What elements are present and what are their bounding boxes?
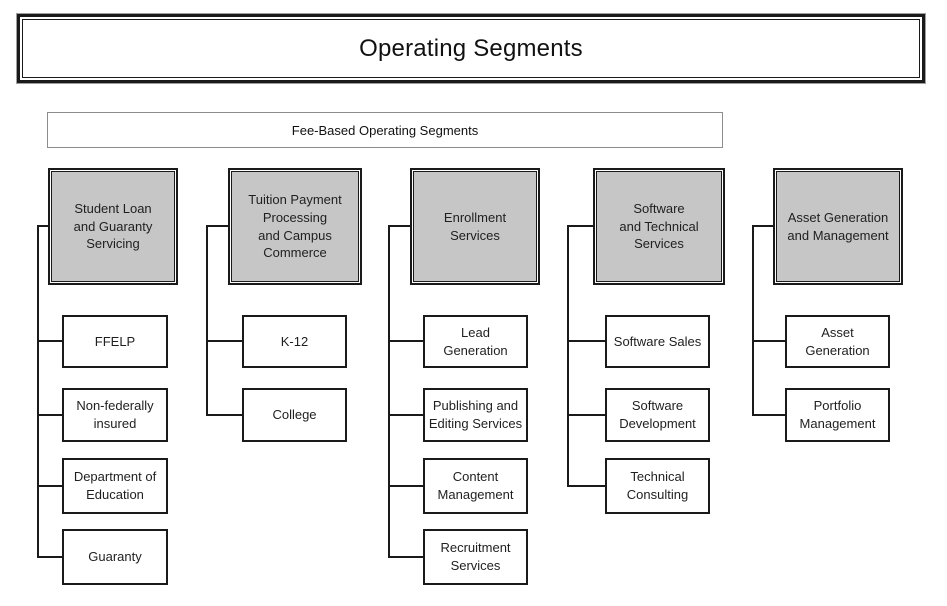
node-asset-generation: Asset Generation — [785, 315, 890, 368]
segment-student-loan: Student Loan and Guaranty Servicing — [48, 168, 178, 285]
segment-asset-generation: Asset Generation and Management — [773, 168, 903, 285]
segment-software-technical-label: Software and Technical Services — [596, 171, 722, 282]
node-k12: K-12 — [242, 315, 347, 368]
connector-col4-trunk — [567, 225, 569, 487]
connector-col1-child2 — [37, 414, 62, 416]
connector-col5-trunk — [752, 225, 754, 416]
node-software-development: Software Development — [605, 388, 710, 442]
node-college: College — [242, 388, 347, 442]
connector-col2-child2 — [206, 414, 242, 416]
connector-col3-child4 — [388, 556, 423, 558]
node-portfolio-management: Portfolio Management — [785, 388, 890, 442]
connector-col2-child1 — [206, 340, 242, 342]
connector-col3-child1 — [388, 340, 423, 342]
node-ffelp: FFELP — [62, 315, 168, 368]
connector-col5-child1 — [752, 340, 785, 342]
connector-col1-child4 — [37, 556, 62, 558]
node-recruitment-services: Recruitment Services — [423, 529, 528, 585]
title-box: Operating Segments — [16, 13, 926, 84]
segment-tuition-payment-label: Tuition Payment Processing and Campus Co… — [231, 171, 359, 282]
segment-software-technical: Software and Technical Services — [593, 168, 725, 285]
connector-col4-child2 — [567, 414, 605, 416]
node-guaranty: Guaranty — [62, 529, 168, 585]
segment-enrollment-services: Enrollment Services — [410, 168, 540, 285]
connector-col1-child1 — [37, 340, 62, 342]
segment-enrollment-services-label: Enrollment Services — [413, 171, 537, 282]
node-publishing-editing: Publishing and Editing Services — [423, 388, 528, 442]
connector-col2-header — [206, 225, 228, 227]
node-non-federally-insured: Non-federally insured — [62, 388, 168, 442]
connector-col3-child2 — [388, 414, 423, 416]
node-software-sales: Software Sales — [605, 315, 710, 368]
connector-col1-child3 — [37, 485, 62, 487]
segment-asset-generation-label: Asset Generation and Management — [776, 171, 900, 282]
page-title: Operating Segments — [359, 34, 583, 62]
connector-col5-header — [752, 225, 773, 227]
connector-col1-trunk — [37, 225, 39, 558]
fee-based-banner: Fee-Based Operating Segments — [47, 112, 723, 148]
connector-col3-child3 — [388, 485, 423, 487]
title-inner-frame: Operating Segments — [22, 19, 920, 78]
connector-col5-child2 — [752, 414, 785, 416]
connector-col2-trunk — [206, 225, 208, 416]
node-lead-generation: Lead Generation — [423, 315, 528, 368]
fee-based-banner-label: Fee-Based Operating Segments — [291, 122, 479, 138]
segment-tuition-payment: Tuition Payment Processing and Campus Co… — [228, 168, 362, 285]
segment-student-loan-label: Student Loan and Guaranty Servicing — [51, 171, 175, 282]
connector-col4-header — [567, 225, 593, 227]
node-technical-consulting: Technical Consulting — [605, 458, 710, 514]
connector-col4-child3 — [567, 485, 605, 487]
node-department-of-education: Department of Education — [62, 458, 168, 514]
connector-col4-child1 — [567, 340, 605, 342]
connector-col3-trunk — [388, 225, 390, 558]
connector-col3-header — [388, 225, 410, 227]
title-border — [17, 14, 925, 83]
node-content-management: Content Management — [423, 458, 528, 514]
connector-col1-header — [37, 225, 48, 227]
